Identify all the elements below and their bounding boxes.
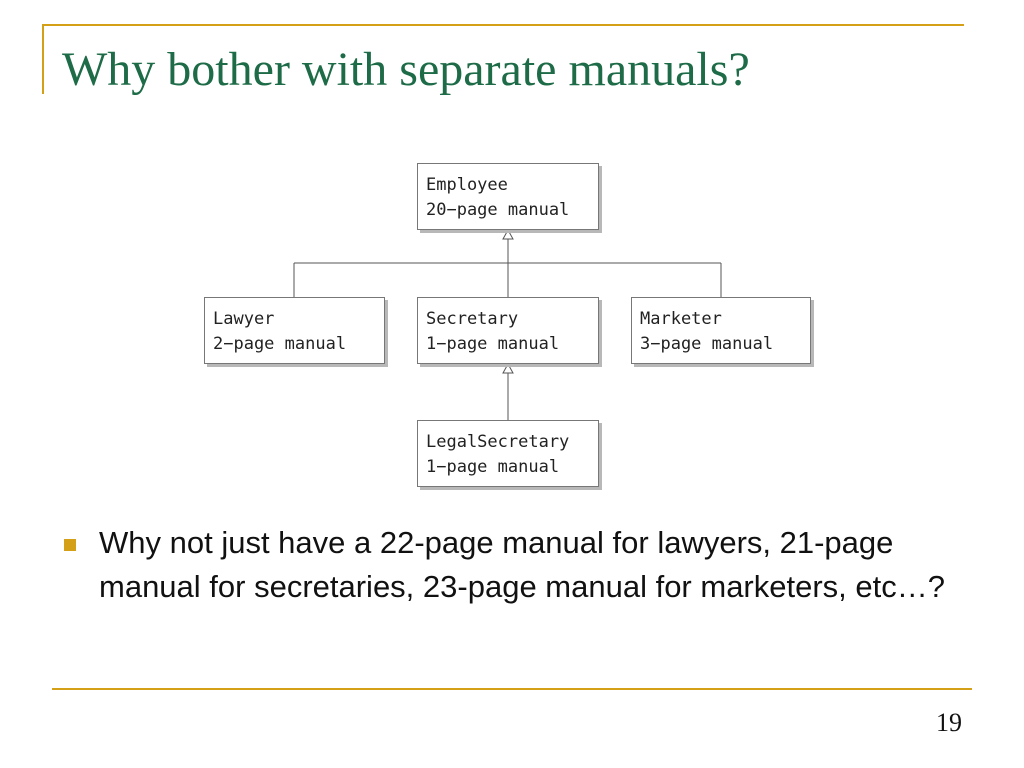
class-box-legal-secretary: LegalSecretary 1−page manual bbox=[417, 420, 599, 487]
class-detail-lawyer: 2−page manual bbox=[213, 334, 347, 354]
square-bullet-icon bbox=[64, 539, 76, 551]
class-detail-legal-secretary: 1−page manual bbox=[426, 457, 560, 477]
footer-rule bbox=[52, 688, 972, 690]
class-detail-secretary: 1−page manual bbox=[426, 334, 560, 354]
bullet-item: Why not just have a 22-page manual for l… bbox=[99, 525, 945, 604]
inheritance-arrowhead-secretary bbox=[502, 362, 514, 374]
class-name-legal-secretary: LegalSecretary bbox=[426, 432, 570, 452]
class-box-lawyer: Lawyer 2−page manual bbox=[204, 297, 385, 364]
class-name-secretary: Secretary bbox=[426, 309, 519, 329]
class-box-secretary: Secretary 1−page manual bbox=[417, 297, 599, 364]
class-box-marketer: Marketer 3−page manual bbox=[631, 297, 811, 364]
class-detail-employee: 20−page manual bbox=[426, 200, 570, 220]
class-name-marketer: Marketer bbox=[640, 309, 722, 329]
slide-number: 19 bbox=[936, 708, 962, 737]
class-box-employee: Employee 20−page manual bbox=[417, 163, 599, 230]
class-detail-marketer: 3−page manual bbox=[640, 334, 774, 354]
slide-title: Why bother with separate manuals? bbox=[62, 43, 750, 96]
class-name-employee: Employee bbox=[426, 175, 508, 195]
title-frame-top-rule bbox=[42, 24, 964, 26]
class-name-lawyer: Lawyer bbox=[213, 309, 275, 329]
inheritance-arrowhead-employee bbox=[502, 228, 514, 240]
title-frame-left-rule bbox=[42, 24, 44, 94]
